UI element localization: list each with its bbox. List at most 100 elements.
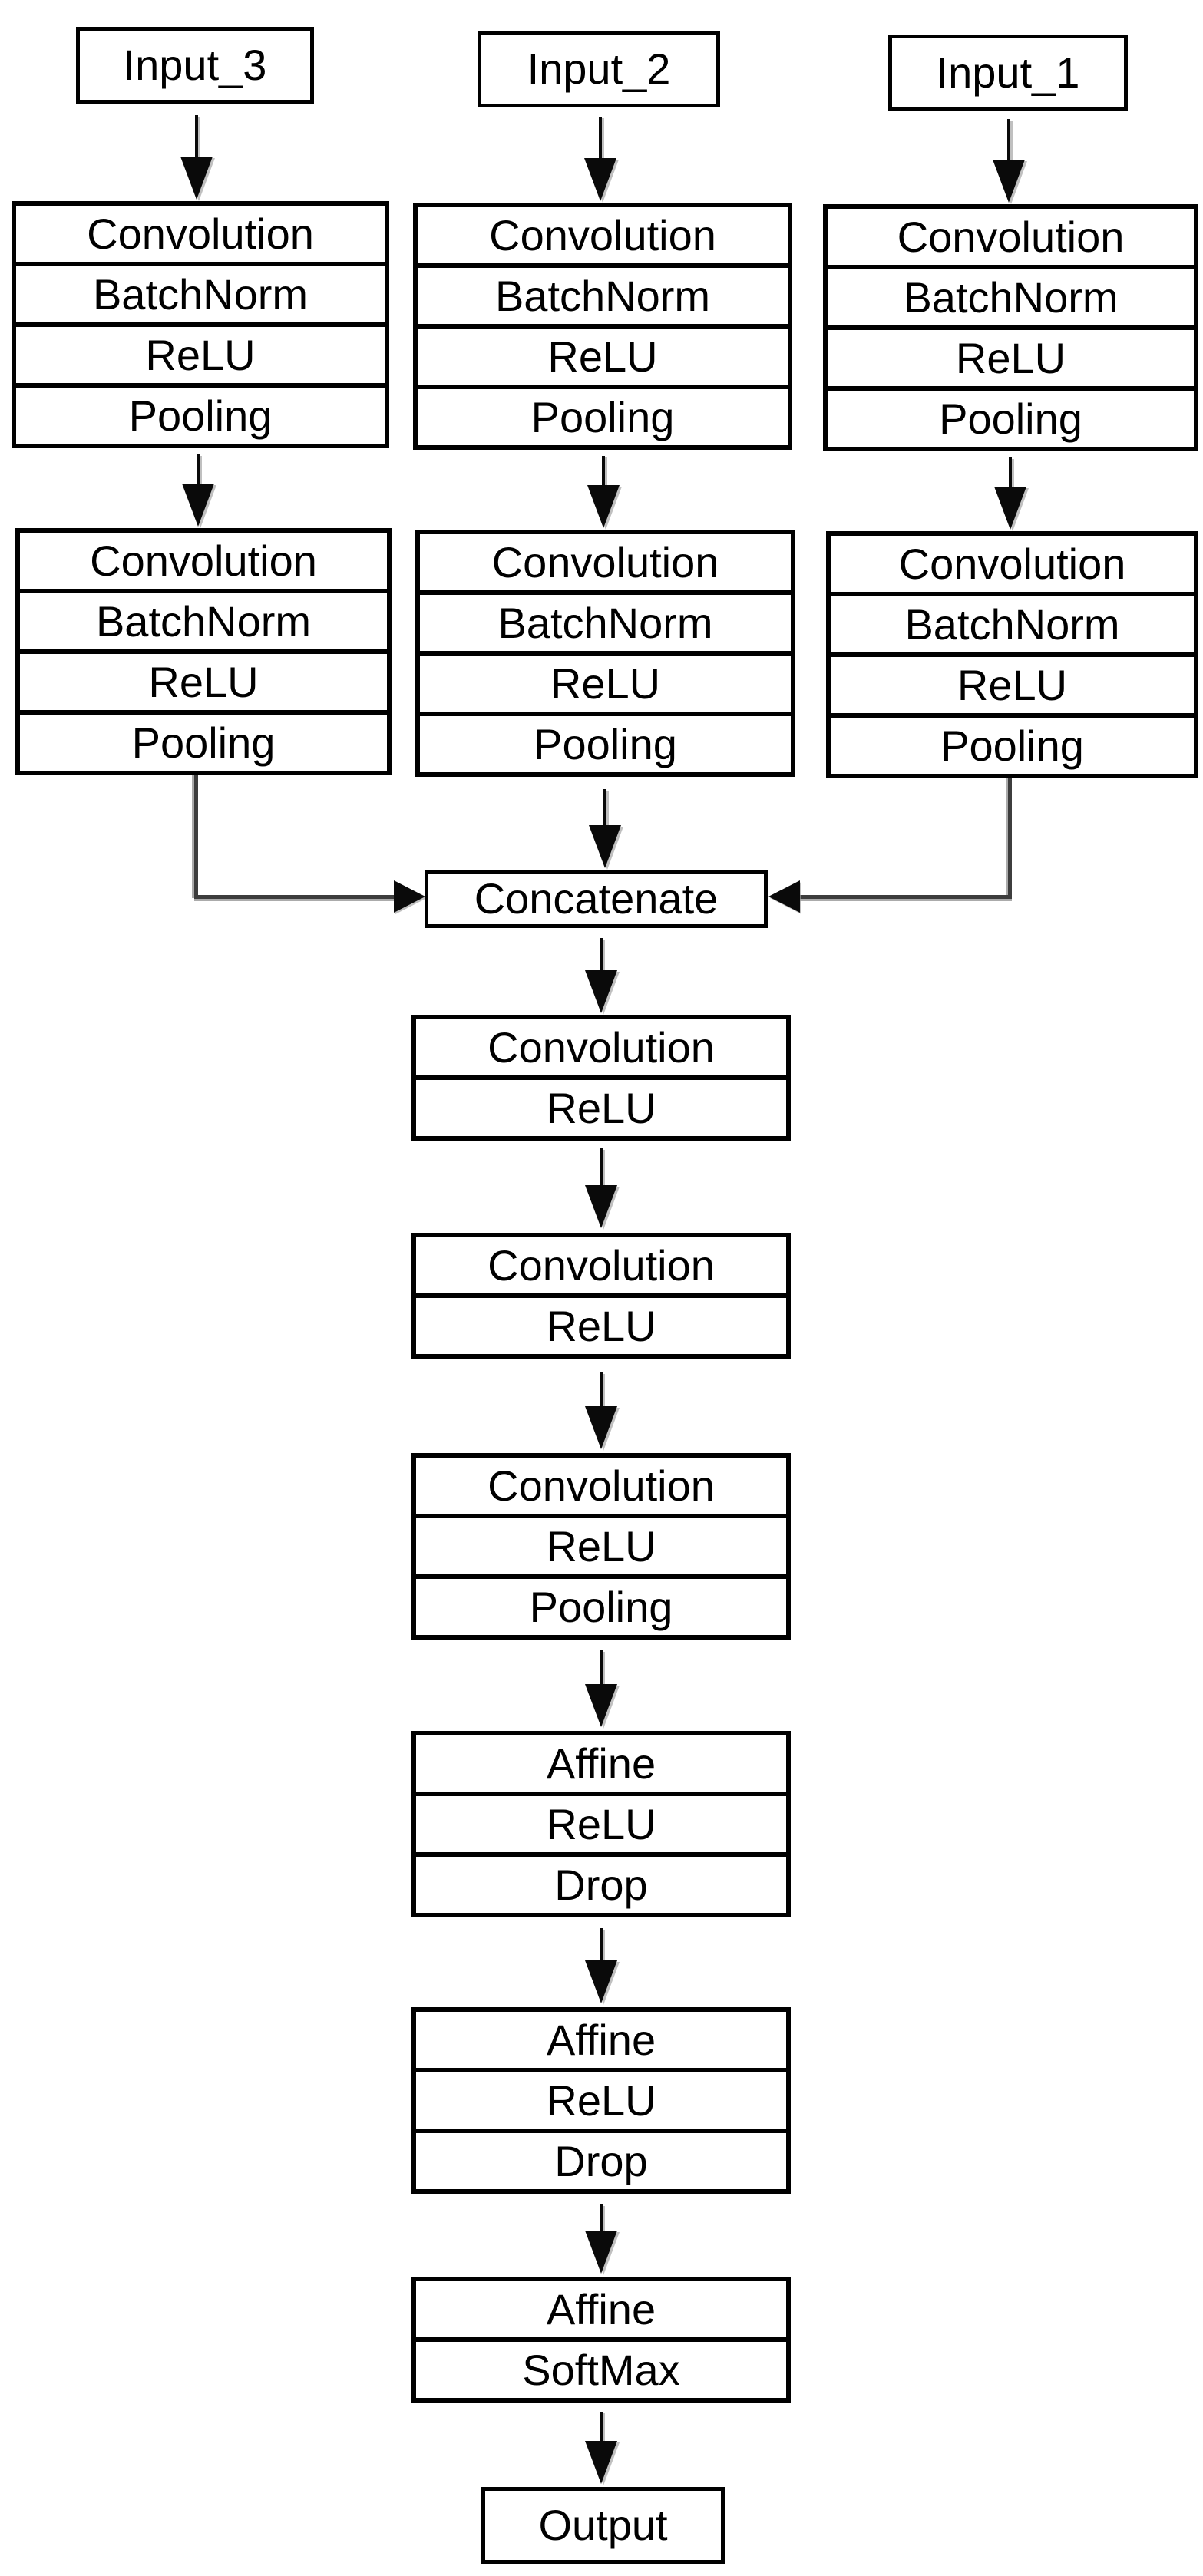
layer-row: Pooling (828, 386, 1194, 447)
arrow-down-icon (584, 1148, 618, 1228)
arrow-left-head (768, 880, 800, 913)
arrow-down-icon (584, 2412, 618, 2484)
trunk-block-4-stack: Affine ReLU Drop (411, 1731, 791, 1917)
layer-row: Affine (546, 2284, 656, 2333)
arrow-down-icon (584, 938, 618, 1013)
arrow-head (587, 485, 620, 528)
arrow-stem (600, 938, 603, 975)
output-box: Output (481, 2487, 725, 2564)
arrow-down-icon (584, 1650, 618, 1727)
layer-row: Pooling (16, 383, 385, 444)
arrow-stem (600, 1148, 603, 1190)
arrow-stem (195, 115, 198, 161)
input-3-box: Input_3 (76, 27, 314, 104)
layer-row: ReLU (831, 652, 1194, 713)
elbow-connector-right-horizontal (800, 895, 1012, 899)
layer-row: SoftMax (416, 2337, 786, 2398)
arrow-down-icon (180, 115, 213, 200)
layer-row: Convolution (491, 537, 719, 586)
arrow-head (585, 1684, 617, 1727)
arrow-down-icon (584, 1928, 618, 2003)
arrow-down-icon (992, 119, 1026, 203)
layer-row: BatchNorm (420, 590, 791, 651)
layer-row: Pooling (416, 1574, 786, 1635)
layer-row: Convolution (87, 209, 314, 258)
layer-row: BatchNorm (831, 592, 1194, 652)
arrow-head (585, 970, 617, 1013)
layer-row: Convolution (487, 1240, 715, 1290)
layer-row: BatchNorm (20, 589, 387, 649)
arrow-stem (602, 456, 605, 490)
layer-row: Affine (546, 1739, 656, 1788)
arrow-head (994, 487, 1026, 530)
arrow-head (585, 1185, 617, 1228)
layer-row: Convolution (898, 539, 1126, 588)
layer-row: Convolution (487, 1461, 715, 1510)
layer-row: ReLU (416, 1075, 786, 1136)
arrow-down-icon (584, 1372, 618, 1449)
arrow-down-icon (583, 117, 617, 201)
layer-row: Convolution (897, 212, 1125, 261)
layer-row: ReLU (828, 325, 1194, 386)
layer-row: Convolution (489, 210, 716, 259)
arrow-head (589, 825, 621, 868)
layer-row: BatchNorm (16, 262, 385, 322)
trunk-block-2-stack: Convolution ReLU (411, 1233, 791, 1359)
arrow-right-head (394, 880, 425, 913)
layer-row: ReLU (420, 651, 791, 712)
elbow-connector-right-vertical (1008, 778, 1012, 898)
layer-row: Drop (416, 2129, 786, 2189)
trunk-block-3-stack: Convolution ReLU Pooling (411, 1453, 791, 1640)
arrow-stem (197, 454, 200, 488)
branch-2-stage-1-stack: Convolution BatchNorm ReLU Pooling (413, 203, 792, 450)
layer-row: Pooling (831, 713, 1194, 774)
arrow-down-icon (587, 456, 620, 528)
layer-row: Affine (546, 2015, 656, 2064)
arrow-head (585, 2231, 617, 2274)
trunk-block-1-stack: Convolution ReLU (411, 1015, 791, 1141)
arrow-head (585, 2441, 617, 2484)
layer-row: ReLU (416, 1293, 786, 1354)
arrow-stem (599, 117, 602, 163)
arrow-stem (600, 2412, 603, 2446)
layer-row: Convolution (90, 536, 317, 585)
layer-row: BatchNorm (418, 263, 788, 324)
trunk-block-5-stack: Affine ReLU Drop (411, 2007, 791, 2194)
input-1-box: Input_1 (888, 35, 1128, 111)
layer-row: BatchNorm (828, 265, 1194, 325)
concatenate-box: Concatenate (425, 870, 768, 928)
arrow-stem (600, 2204, 603, 2235)
elbow-connector-left-vertical (194, 775, 198, 898)
layer-row: ReLU (416, 2068, 786, 2129)
elbow-connector-left-horizontal (194, 895, 394, 899)
branch-1-stage-2-stack: Convolution BatchNorm ReLU Pooling (826, 531, 1198, 778)
branch-3-stage-1-stack: Convolution BatchNorm ReLU Pooling (12, 201, 389, 448)
layer-row: Pooling (20, 710, 387, 771)
layer-row: ReLU (20, 649, 387, 710)
arrow-down-icon (181, 454, 215, 527)
trunk-block-6-stack: Affine SoftMax (411, 2277, 791, 2403)
layer-row: Pooling (418, 385, 788, 445)
layer-row: ReLU (16, 322, 385, 383)
layer-row: Convolution (487, 1022, 715, 1072)
input-2-box: Input_2 (478, 31, 720, 107)
arrow-head (585, 1960, 617, 2003)
arrow-down-icon (584, 2204, 618, 2274)
layer-row: ReLU (416, 1514, 786, 1574)
arrow-stem (600, 1372, 603, 1411)
layer-row: ReLU (416, 1792, 786, 1852)
arrow-stem (600, 1650, 603, 1689)
layer-row: Drop (416, 1852, 786, 1913)
layer-row: Pooling (420, 712, 791, 772)
branch-3-stage-2-stack: Convolution BatchNorm ReLU Pooling (15, 528, 392, 775)
arrow-head (584, 158, 616, 201)
arrow-head (993, 160, 1025, 203)
arrow-stem (603, 789, 606, 830)
arrow-stem (1009, 457, 1012, 491)
arrow-stem (1007, 119, 1010, 164)
arrow-down-icon (993, 457, 1027, 530)
branch-2-stage-2-stack: Convolution BatchNorm ReLU Pooling (415, 530, 795, 777)
arrow-head (180, 157, 213, 200)
arrow-down-icon (588, 789, 622, 868)
